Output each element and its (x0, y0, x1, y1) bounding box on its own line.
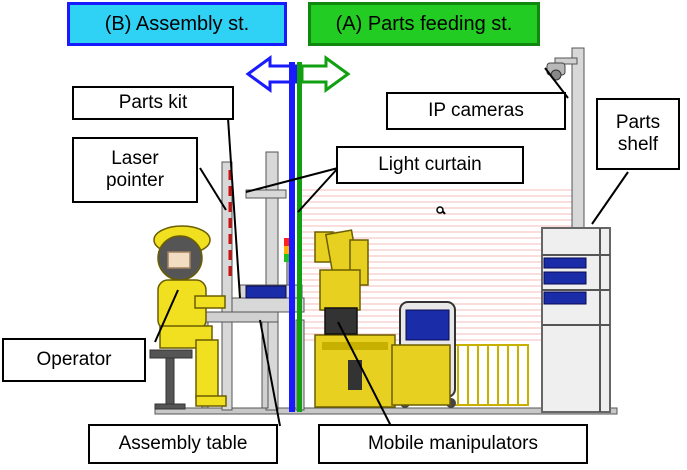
leader-lines (154, 67, 629, 429)
assembly-boundary-bar (289, 62, 295, 412)
mobile-manipulators-label: Mobile manipulators (318, 424, 588, 464)
boundary-arrows (245, 55, 351, 93)
right-arrow-icon (300, 55, 351, 93)
feeding-boundary-bar (297, 62, 302, 412)
parts-shelf-label: Parts shelf (596, 98, 680, 170)
assembly-table-label: Assembly table (88, 424, 278, 464)
robot-arm (314, 229, 369, 335)
parts-feeding-station-header: (A) Parts feeding st. (308, 2, 540, 46)
parts-kit-label: Parts kit (72, 86, 234, 120)
ip-camera-icon (546, 62, 566, 81)
parts-bins (543, 257, 587, 305)
assembly-station-header: (B) Assembly st. (67, 2, 287, 46)
left-arrow-icon (245, 55, 298, 93)
assembly-station-label: (B) Assembly st. (104, 12, 250, 35)
mobile-base (314, 334, 451, 408)
operator-label: Operator (2, 338, 146, 382)
light-curtain-marker (436, 206, 444, 214)
ip-cameras-label: IP cameras (386, 92, 566, 130)
parts-kit-tray (245, 285, 287, 299)
operator-figure (153, 225, 227, 407)
operator-stool (149, 349, 193, 410)
light-curtain-label: Light curtain (336, 146, 524, 184)
floor (154, 407, 618, 415)
parts-shelf-rack (541, 227, 611, 413)
parts-feeding-station-label: (A) Parts feeding st. (335, 12, 513, 35)
signal-tower (284, 238, 292, 302)
laser-pointer-label: Laser pointer (72, 137, 198, 203)
fence (447, 344, 529, 406)
